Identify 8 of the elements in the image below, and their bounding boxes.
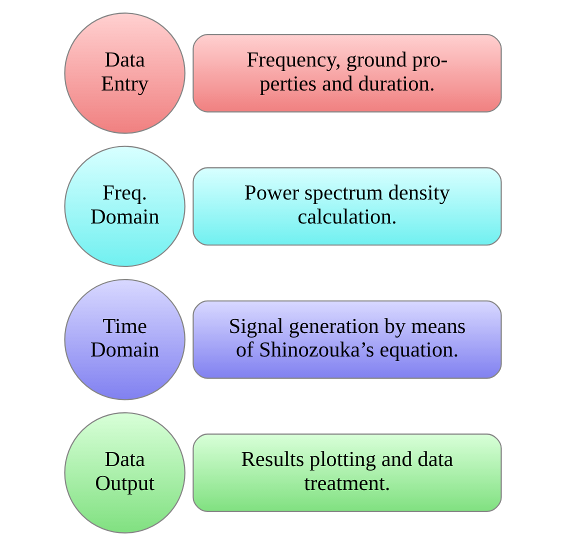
node-circle: Time Domain xyxy=(64,278,186,400)
node-circle: Data Output xyxy=(64,412,186,534)
node-circle: Data Entry xyxy=(64,12,186,134)
node-box: Power spectrum density calculation. xyxy=(192,167,502,246)
node-box: Signal generation by means of Shinozouka’s equation. xyxy=(192,300,502,379)
node-circle: Freq. Domain xyxy=(64,146,186,268)
node-box: Frequency, ground pro- perties and duration. xyxy=(192,34,502,112)
node-box: Results plotting and data treatment. xyxy=(192,434,502,512)
